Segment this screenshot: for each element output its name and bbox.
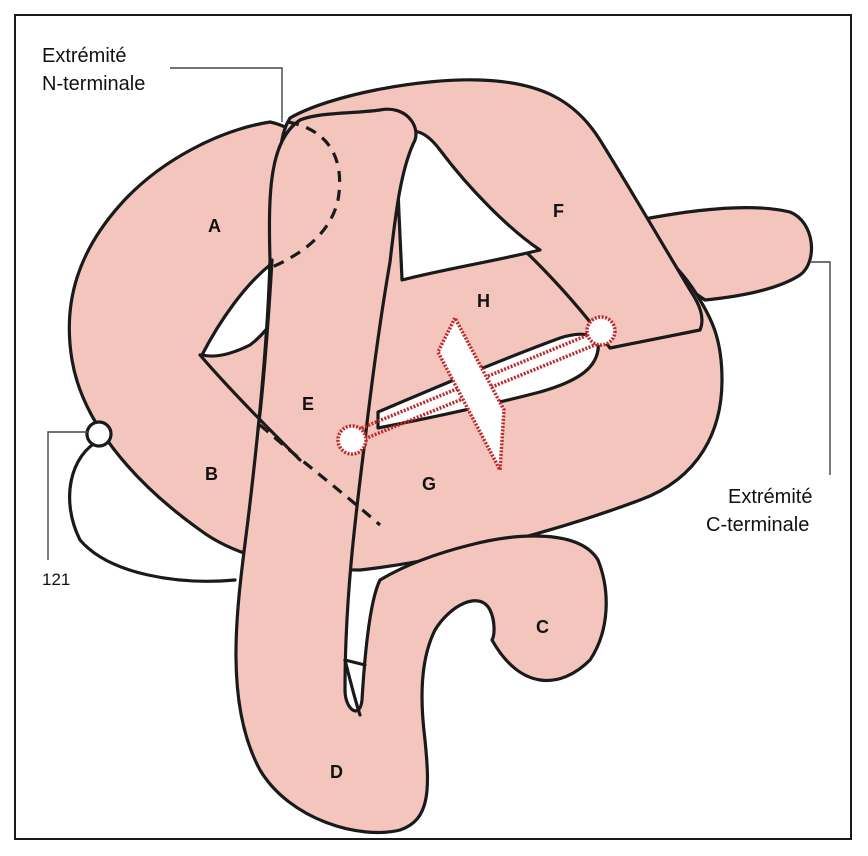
segment-label-h: H xyxy=(477,291,490,311)
segment-label-c: C xyxy=(536,617,549,637)
c-terminal-leader xyxy=(810,262,830,475)
segment-d-inner xyxy=(345,660,365,665)
n-terminal-leader xyxy=(170,68,282,122)
n-terminal-label-line1: Extrémité xyxy=(42,45,126,67)
residue-121-marker xyxy=(87,422,111,446)
ligand-end-right xyxy=(587,317,615,345)
segment-label-e: E xyxy=(302,394,314,414)
segment-label-f: F xyxy=(553,201,564,221)
ligand-end-left xyxy=(338,426,366,454)
c-terminal-label-line1: Extrémité xyxy=(728,486,812,508)
segment-label-b: B xyxy=(205,464,218,484)
n-terminal-label-line2: N-terminale xyxy=(42,73,145,95)
segment-label-d: D xyxy=(330,762,343,782)
segment-label-a: A xyxy=(208,216,221,236)
segment-label-g: G xyxy=(422,474,436,494)
c-terminal-label-line2: C-terminale xyxy=(706,514,809,536)
residue-number-label: 121 xyxy=(42,570,70,589)
